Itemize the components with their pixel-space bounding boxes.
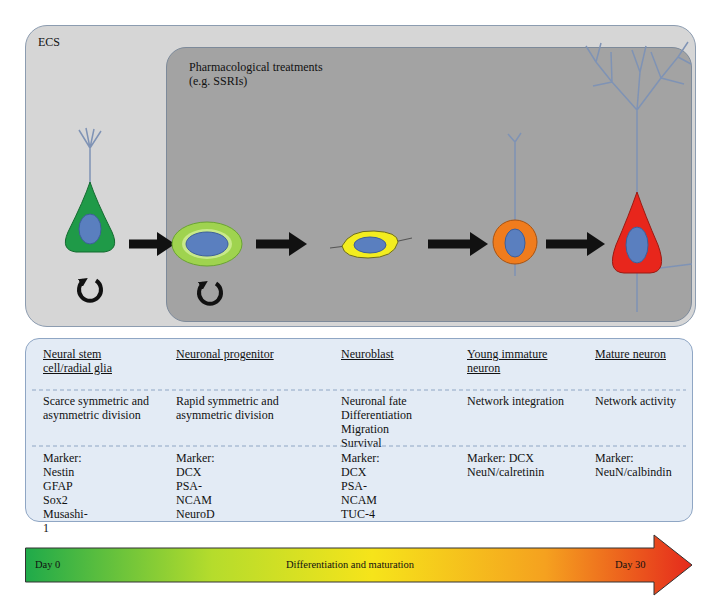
- cell-body: [612, 192, 661, 273]
- region-label: Pharmacological treatments (e.g. SSRIs): [189, 60, 329, 88]
- column-heading: Neuroblast: [341, 347, 441, 361]
- cell-text: Neuronal fate Differentiation Migration …: [341, 394, 423, 450]
- column-heading: Neuronal progenitor: [176, 347, 316, 361]
- table-box: Neural stem cell/radial glia Neuronal pro…: [25, 338, 693, 522]
- cell-nucleus: [354, 237, 386, 253]
- transition-arrow: [428, 240, 473, 249]
- column-heading: Young immature neuron: [467, 347, 557, 375]
- cell-text: Network activity: [595, 394, 705, 408]
- dendrite-tree: [586, 42, 691, 196]
- cell-text: Scarce symmetric and asymmetric division: [43, 394, 168, 422]
- cell-process: [508, 133, 521, 276]
- table-separator: [32, 446, 686, 447]
- transition-arrow-head: [157, 232, 175, 256]
- scale-label: Differentiation and maturation: [286, 558, 414, 572]
- neuroblast-cell: [330, 231, 412, 258]
- cell-text: Network integration: [467, 394, 597, 408]
- cell-body: [342, 231, 398, 258]
- cell-body: [493, 220, 537, 264]
- mature-neuron-cell: [586, 42, 692, 312]
- transition-arrow: [129, 240, 160, 249]
- cell-ring: [182, 229, 232, 259]
- cell-body: [172, 222, 242, 266]
- column-heading: Neural stem cell/radial glia: [43, 347, 138, 375]
- transition-arrow-head: [289, 232, 307, 256]
- marker-list: Marker: NeuN/calbindin: [595, 451, 672, 479]
- self-renewal-arrow: [199, 284, 221, 304]
- young-neuron-cell: [493, 133, 537, 276]
- marker-list: Marker: DCX PSA-NCAM NeuroD: [176, 451, 215, 521]
- transition-arrow: [546, 240, 590, 249]
- cell-process: [330, 238, 412, 248]
- table-separator: [32, 390, 686, 391]
- region-box: Pharmacological treatments (e.g. SSRIs) E…: [25, 25, 696, 327]
- marker-list: Marker: Nestin GFAP Sox2 Musashi-1: [43, 451, 88, 535]
- region-label: ECS: [38, 35, 60, 49]
- cell-text: Rapid symmetric and asymmetric division: [176, 394, 301, 422]
- cell-body: [65, 182, 114, 252]
- radial-glia-cell: [65, 128, 114, 301]
- transition-arrow: [256, 240, 292, 249]
- transition-arrow-head: [587, 232, 605, 256]
- transition-arrow-head: [470, 232, 488, 256]
- axon: [637, 264, 692, 312]
- progenitor-cell: [172, 222, 242, 304]
- gradient-arrow: Day 0 Differentiation and maturation Day 3…: [25, 532, 693, 598]
- marker-list: Marker: DCX NeuN/calretinin: [467, 451, 544, 479]
- region-box: Pharmacological treatments (e.g. SSRIs): [166, 47, 692, 322]
- scale-label: Day 0: [35, 558, 60, 572]
- marker-list: Marker: DCX PSA-NCAM TUC-4: [341, 451, 380, 521]
- self-renewal-arrow: [79, 281, 101, 301]
- column-heading: Mature neuron: [595, 347, 715, 361]
- scale-label: Day 30: [615, 558, 646, 572]
- cell-process: [79, 128, 101, 186]
- cell-nucleus: [505, 229, 525, 257]
- arrow-shape: [26, 535, 693, 595]
- cell-nucleus: [186, 232, 228, 256]
- cell-nucleus: [626, 227, 648, 263]
- cell-nucleus: [79, 214, 101, 244]
